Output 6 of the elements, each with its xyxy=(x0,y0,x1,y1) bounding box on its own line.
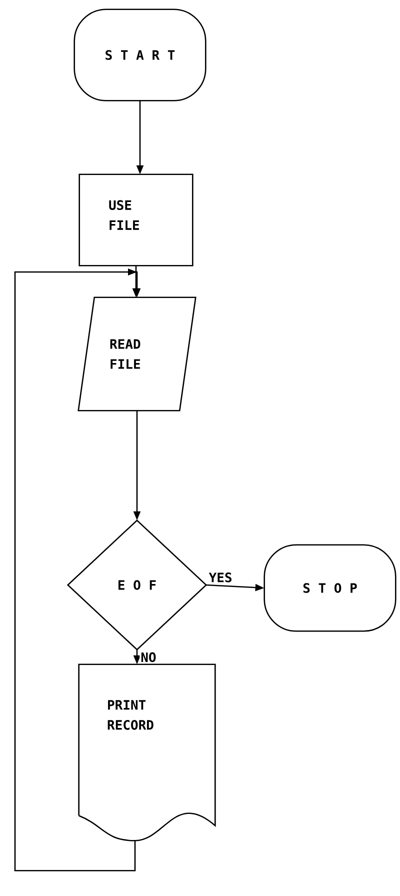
edge-label: YES xyxy=(208,572,232,582)
document-shape: PRINT RECORD xyxy=(78,664,216,842)
arrow xyxy=(14,268,141,872)
data-parallelogram: READ FILE xyxy=(78,296,196,412)
edge-label: NO xyxy=(140,651,158,664)
process-box: USE FILE xyxy=(78,174,194,266)
